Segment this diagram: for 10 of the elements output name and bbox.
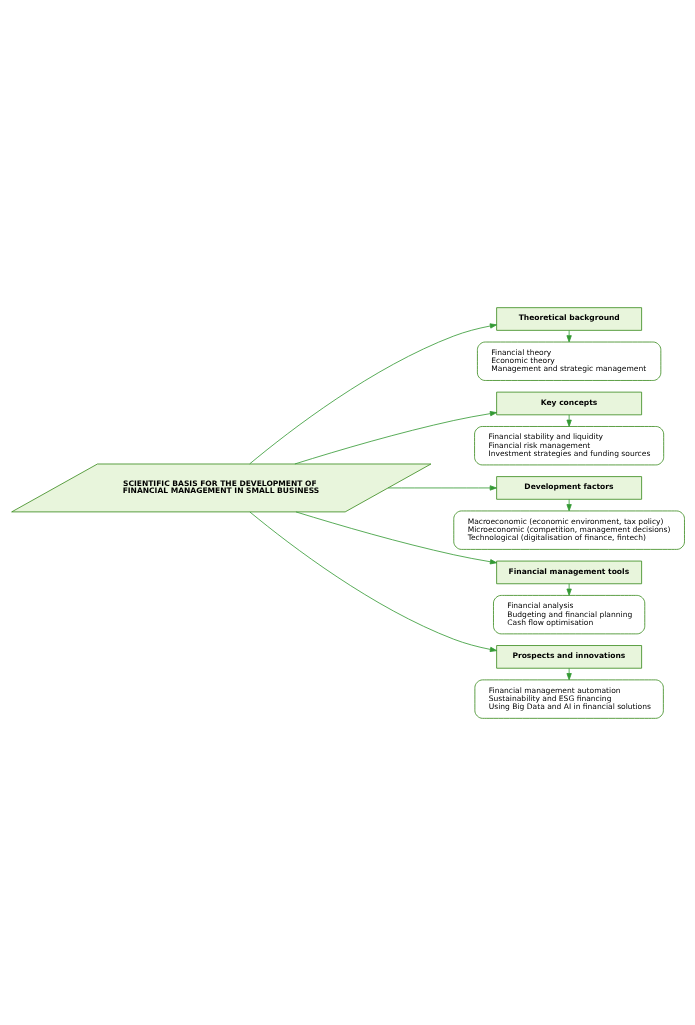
arrow	[249, 511, 497, 652]
arrow	[566, 667, 572, 680]
arrow	[387, 484, 497, 491]
arrow	[566, 498, 572, 511]
arrow	[248, 322, 497, 464]
arrow	[295, 511, 497, 564]
arrow	[566, 329, 572, 342]
arrow	[566, 582, 572, 596]
arrow	[566, 414, 572, 427]
arrow	[293, 410, 497, 464]
